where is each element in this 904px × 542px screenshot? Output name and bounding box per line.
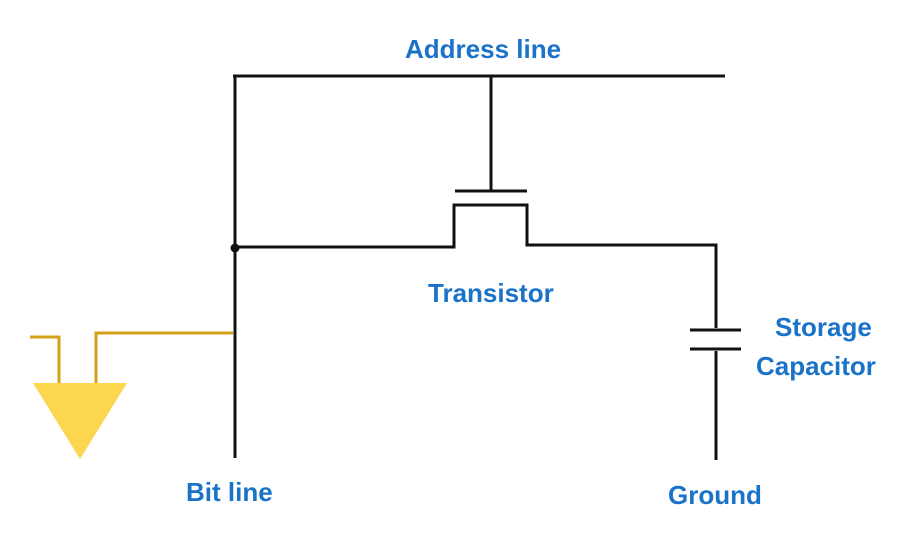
- storage-capacitor-label-line1: Storage: [775, 312, 872, 342]
- address-line-label: Address line: [405, 34, 562, 64]
- transistor-channel: [235, 203, 718, 328]
- bit-line-label: Bit line: [186, 477, 273, 507]
- sense-amplifier-triangle: [30, 331, 233, 459]
- ground-label: Ground: [668, 480, 762, 510]
- storage-capacitor-label-line2: Capacitor: [756, 351, 876, 381]
- transistor-label: Transistor: [428, 278, 554, 308]
